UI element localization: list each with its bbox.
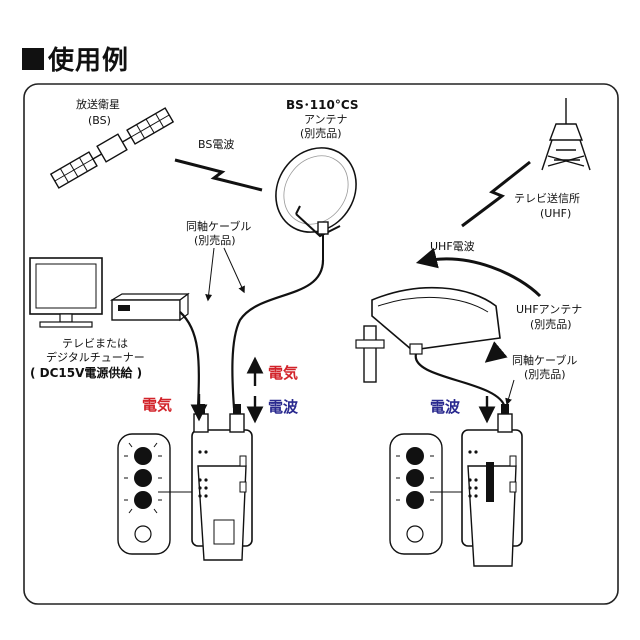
tv-monitor-icon [29, 257, 103, 328]
satellite-label: 放送衛星 [76, 98, 120, 111]
cable-antenna-to-booster [414, 353, 507, 409]
outer-frame [23, 83, 619, 605]
uhf-wave-lightning-icon [461, 160, 531, 228]
left-power-label: 電気 [142, 396, 173, 414]
title-text: 使用例 [48, 46, 130, 76]
uhf-antenna-label: UHFアンテナ [516, 303, 583, 316]
right-booster-icon [389, 433, 443, 555]
tv-label-line2: デジタルチューナー [46, 351, 145, 364]
tower-uhf-label: (UHF) [540, 207, 572, 220]
cable-callout-right [223, 247, 245, 294]
cable-right-label: 同軸ケーブル [512, 354, 578, 367]
bs-antenna-label: BS･110°CS [286, 98, 359, 112]
bs-antenna-sold-label: (別売品) [300, 127, 342, 140]
right-wave-label: 電波 [430, 398, 461, 416]
cable-left-sold-label: (別売品) [194, 234, 236, 247]
cable-callout-left [205, 247, 215, 302]
cable-left-label: 同軸ケーブル [186, 220, 252, 233]
tv-label-line3: ( DC15V電源供給 ) [30, 366, 143, 380]
bs-dish-icon [275, 147, 357, 260]
bs-antenna-sub-label: アンテナ [304, 113, 348, 126]
satellite-bs-label: (BS) [88, 114, 111, 127]
right-booster-unit-icon [461, 404, 523, 567]
center-wave-label: 電波 [268, 398, 299, 416]
cable-tuner-to-booster [179, 311, 200, 409]
cable-dish-to-booster [231, 259, 325, 409]
uhf-curve-arrow-bottom [484, 341, 508, 363]
tv-tower-icon [541, 98, 591, 171]
uhf-antenna-sold-label: (別売品) [530, 318, 572, 331]
uhf-curve-arrow-top [415, 247, 542, 298]
section-title: 使用例 [22, 40, 129, 77]
tv-label-line1: テレビまたは [62, 337, 128, 350]
uhf-wave-label: UHF電波 [430, 240, 475, 253]
tuner-box-icon [109, 292, 190, 322]
title-square-icon [22, 47, 44, 70]
bs-wave-label: BS電波 [198, 138, 235, 151]
tower-label: テレビ送信所 [514, 192, 580, 205]
bs-wave-lightning-icon [174, 158, 263, 192]
cable-right-sold-label: (別売品) [524, 368, 566, 381]
left-booster-icon [117, 433, 171, 555]
left-booster-unit-icon [191, 404, 253, 561]
center-power-label: 電気 [268, 364, 299, 382]
uhf-antenna-icon [355, 286, 501, 383]
satellite-icon [49, 107, 175, 189]
cable-callout-right-line [505, 379, 515, 406]
